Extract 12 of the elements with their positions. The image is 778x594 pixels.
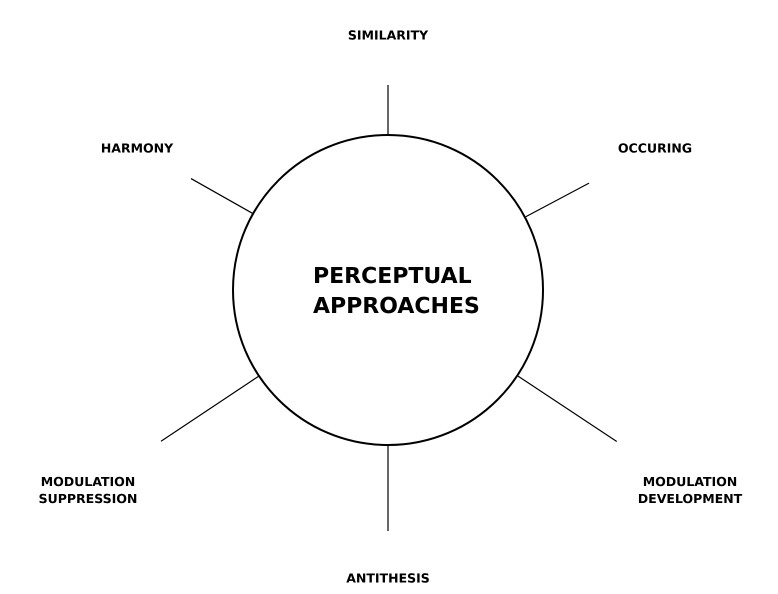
connector-line [387, 84, 389, 134]
category-label: ANTITHESIS [346, 573, 429, 583]
connector-line [160, 376, 259, 442]
connector-line [190, 178, 253, 214]
connector-line [525, 182, 590, 218]
category-label: OCCURING [618, 143, 692, 153]
connector-line [518, 376, 618, 442]
connector-line [387, 446, 389, 532]
category-label: MODULATION SUPPRESSION [39, 476, 136, 504]
category-label: MODULATION DEVELOPMENT [638, 476, 742, 504]
category-label: SIMILARITY [348, 30, 428, 40]
category-label: HARMONY [102, 143, 174, 153]
